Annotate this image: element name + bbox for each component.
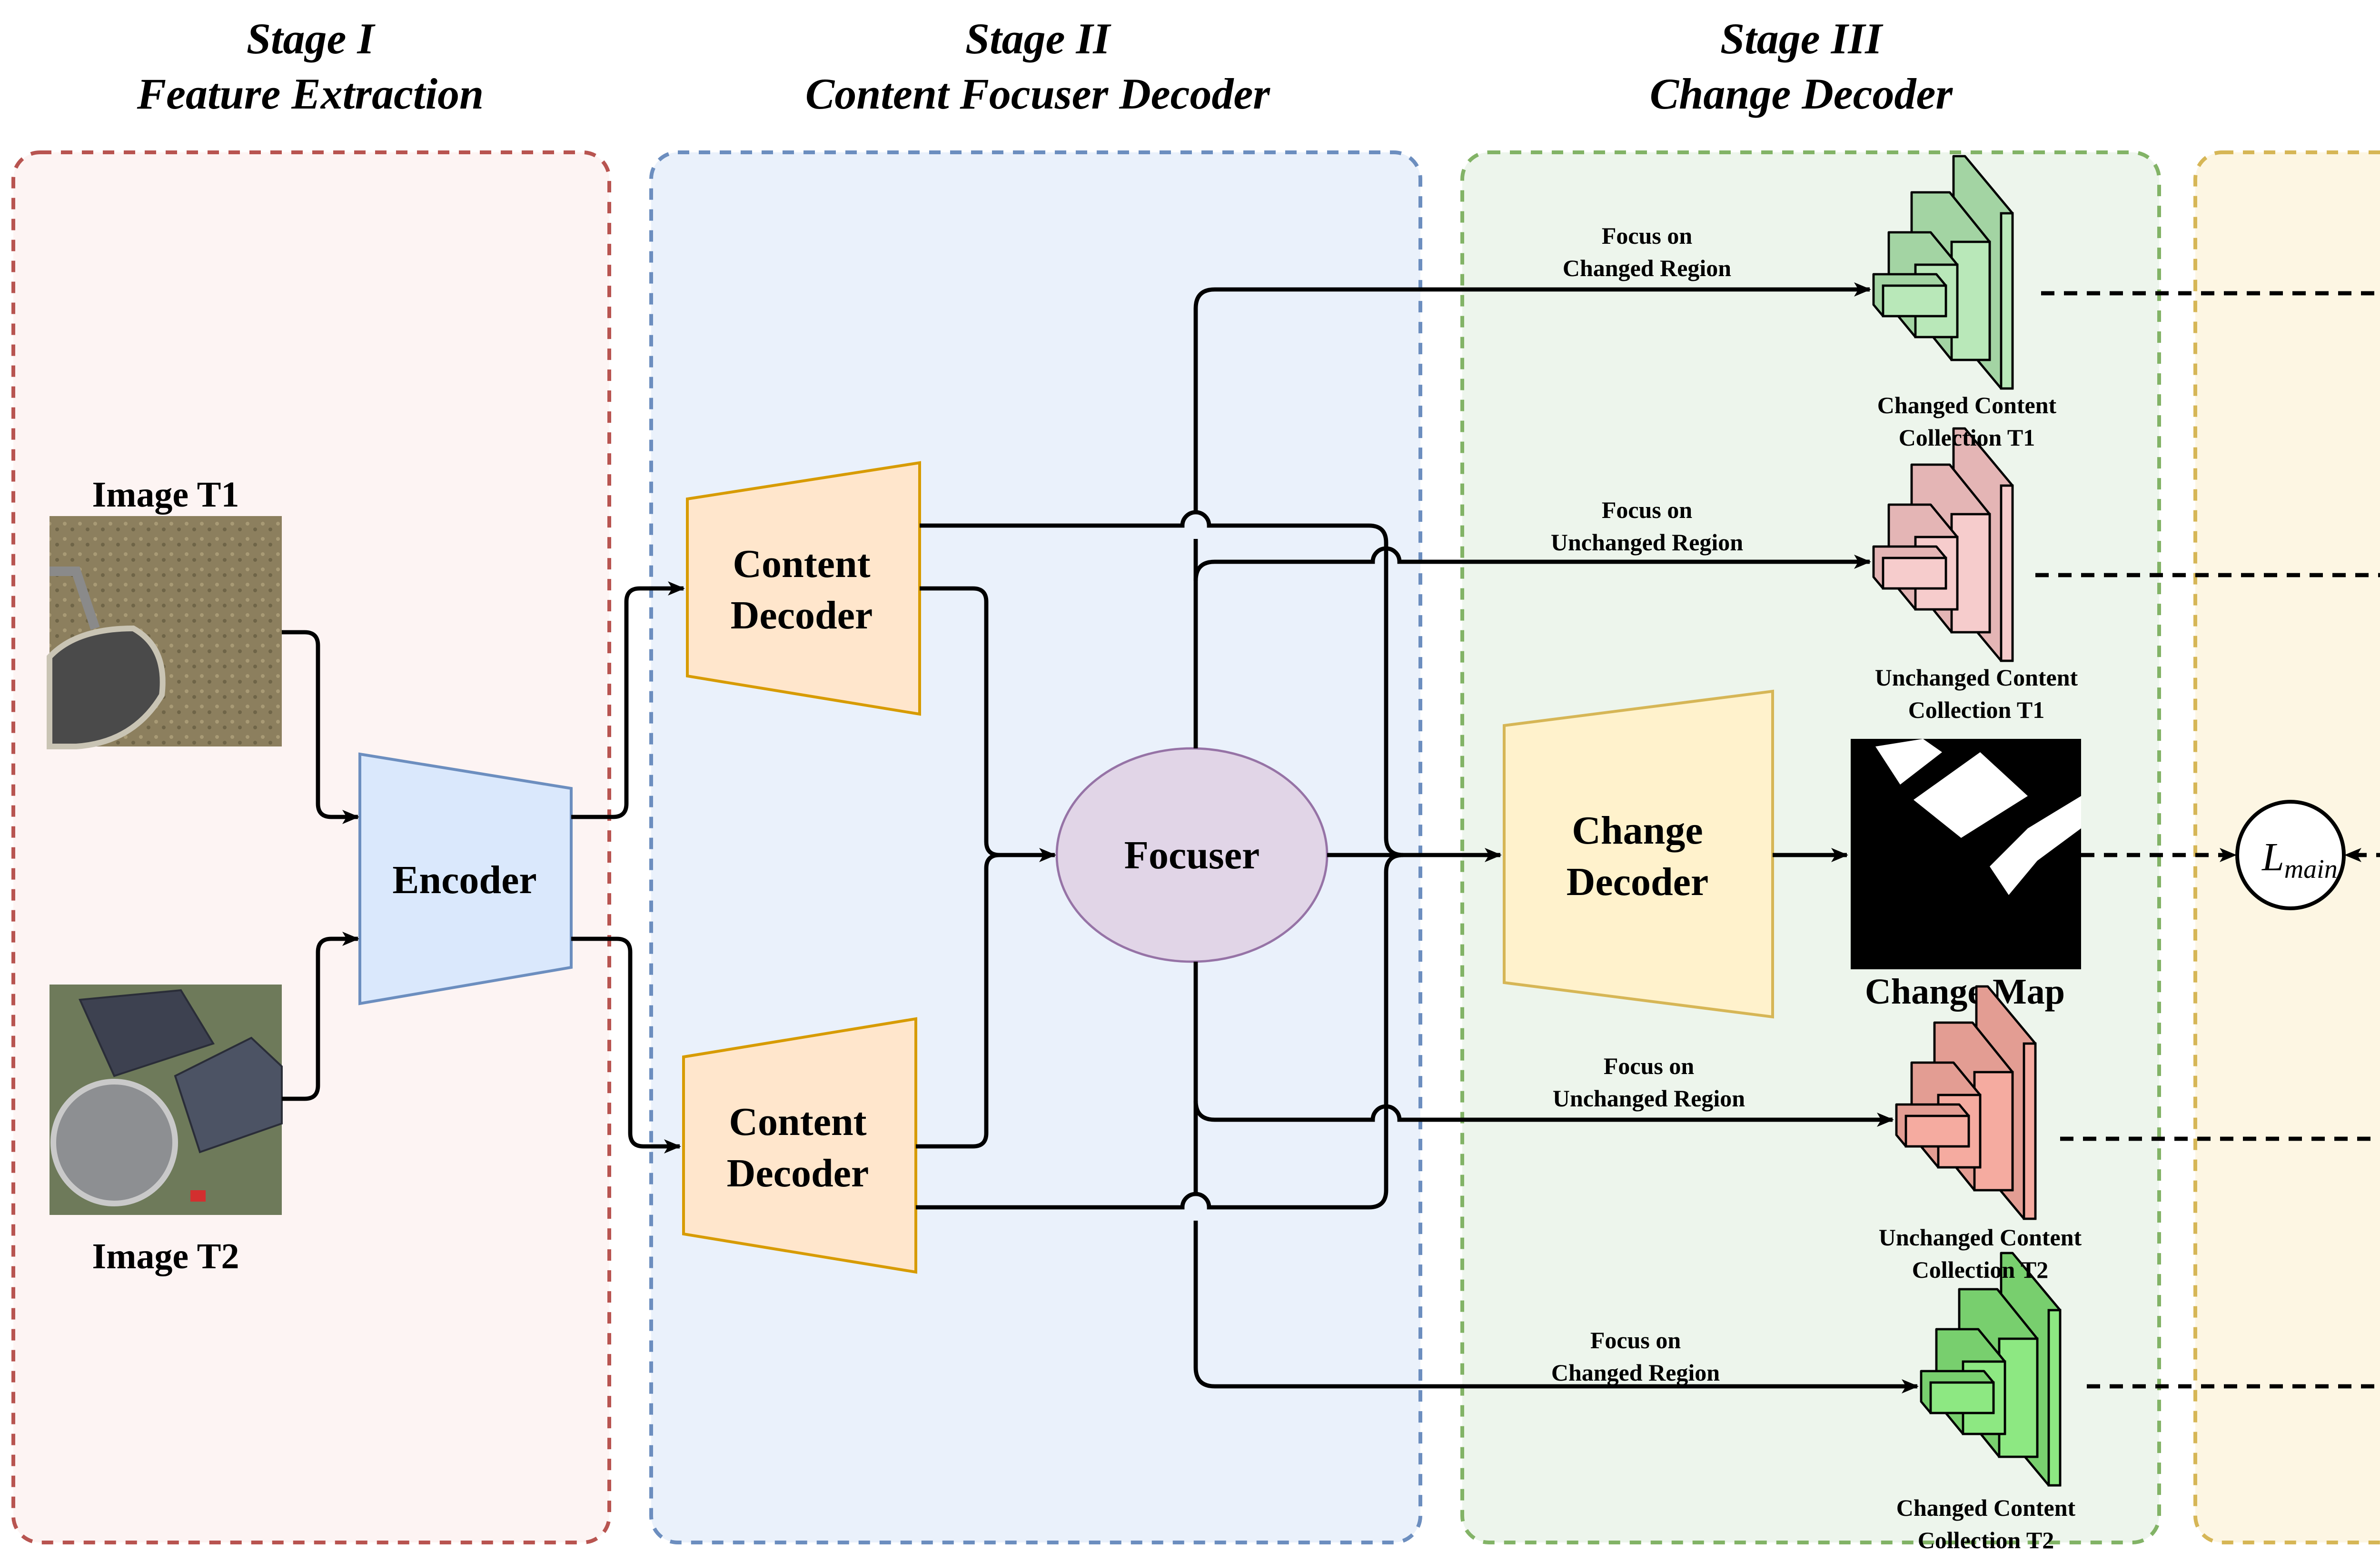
content-decoder-bottom: Content Decoder bbox=[682, 1017, 917, 1274]
unchanged-content-t1-stack bbox=[1872, 427, 2014, 662]
stack-layer-front bbox=[2000, 484, 2014, 662]
line-decoder-bottom-passthrough bbox=[916, 853, 1404, 1210]
loss-main: Lmain bbox=[2235, 800, 2346, 910]
image-t1 bbox=[47, 516, 282, 749]
branch-1-name-line2: Collection T1 bbox=[1899, 424, 2035, 451]
change-decoder-line1: Change bbox=[1572, 808, 1703, 853]
line-decoder-top-passthrough bbox=[920, 510, 1404, 857]
loss-main-symbol: L bbox=[2261, 835, 2284, 879]
change-decoder-line2: Decoder bbox=[1567, 860, 1709, 904]
focuser-label: Focuser bbox=[1124, 833, 1260, 877]
branch-1-focus-line2: Changed Region bbox=[1563, 255, 1731, 281]
stack-layer-front bbox=[1929, 1381, 1995, 1414]
image-t2-label: Image T2 bbox=[92, 1236, 239, 1276]
arrow-focuser-to-unchanged-t1 bbox=[1193, 546, 1871, 581]
arrow-focuser-to-changed-t2 bbox=[1193, 1221, 1919, 1393]
unchanged-content-t2-stack bbox=[1895, 985, 2037, 1220]
stack-layer-front bbox=[1904, 1114, 1970, 1148]
branch-3-name-line1: Unchanged Content bbox=[1879, 1224, 2082, 1251]
changed-content-t2-stack bbox=[1920, 1252, 2062, 1487]
content-collections bbox=[1872, 155, 2062, 1487]
branch-1-focus-line1: Focus on bbox=[1602, 222, 1693, 249]
branch-2-name-line2: Collection T1 bbox=[1908, 696, 2045, 723]
stage-2-subtitle: Content Focuser Decoder bbox=[805, 70, 1270, 118]
stage-1-subtitle: Feature Extraction bbox=[137, 70, 484, 118]
content-decoder-top-line2: Decoder bbox=[731, 593, 873, 637]
branch-3-focus-line1: Focus on bbox=[1604, 1053, 1695, 1079]
arrow-focuser-to-unchanged-t2 bbox=[1193, 1100, 1894, 1127]
encoder-block: Encoder bbox=[358, 752, 573, 1005]
content-decoder-top-line1: Content bbox=[733, 542, 870, 586]
stack-layer-front bbox=[1882, 557, 1947, 590]
image-t1-label: Image T1 bbox=[92, 475, 239, 515]
branch-2-focus-line1: Focus on bbox=[1602, 497, 1693, 523]
arrow-t2-to-encoder bbox=[282, 932, 359, 1101]
branch-2-focus-line2: Unchanged Region bbox=[1551, 529, 1743, 556]
svg-text:Lmain: Lmain bbox=[2261, 835, 2338, 884]
loss-main-subscript: main bbox=[2284, 855, 2338, 884]
stack-layer-front bbox=[1882, 284, 1947, 318]
stack-layer-front bbox=[2023, 1042, 2037, 1220]
branch-1-name-line1: Changed Content bbox=[1877, 392, 2057, 418]
branch-4-focus-line1: Focus on bbox=[1590, 1327, 1681, 1353]
content-decoder-bottom-line1: Content bbox=[729, 1100, 866, 1144]
stage-2-title: Stage II bbox=[965, 14, 1111, 63]
content-decoder-top: Content Decoder bbox=[686, 461, 921, 716]
image-t2 bbox=[50, 985, 283, 1215]
content-decoder-bottom-line2: Decoder bbox=[727, 1151, 869, 1195]
change-decoder-block: Change Decoder bbox=[1503, 689, 1774, 1019]
arrow-t1-to-encoder bbox=[282, 630, 359, 824]
stage-3-title: Stage III bbox=[1720, 14, 1884, 63]
branch-4-name-line2: Collection T2 bbox=[1918, 1527, 2054, 1552]
arrow-encoder-to-decoder-bottom bbox=[571, 936, 681, 1154]
branch-4-name-line1: Changed Content bbox=[1896, 1494, 2076, 1521]
branch-3-name-line2: Collection T2 bbox=[1912, 1256, 2049, 1283]
stage-3-subtitle: Change Decoder bbox=[1650, 70, 1953, 118]
focuser-block: Focuser bbox=[1055, 747, 1329, 963]
encoder-label: Encoder bbox=[392, 858, 536, 902]
changed-content-t1-stack bbox=[1872, 155, 2014, 390]
change-map-label: Change Map bbox=[1865, 972, 2065, 1012]
stack-layer-front bbox=[2000, 212, 2014, 390]
branch-4-focus-line2: Changed Region bbox=[1551, 1359, 1720, 1386]
branch-3-focus-line2: Unchanged Region bbox=[1553, 1085, 1745, 1112]
branch-2-name-line1: Unchanged Content bbox=[1875, 664, 2078, 691]
stack-layer-front bbox=[2047, 1309, 2062, 1487]
arrow-encoder-to-decoder-top bbox=[571, 581, 685, 819]
arrow-decoder-bottom-to-focuser bbox=[916, 853, 1000, 1149]
stage-1-title: Stage I bbox=[247, 14, 376, 63]
line-focuser-up-trunk-2 bbox=[1193, 282, 1871, 512]
change-map-image bbox=[1851, 739, 2081, 969]
